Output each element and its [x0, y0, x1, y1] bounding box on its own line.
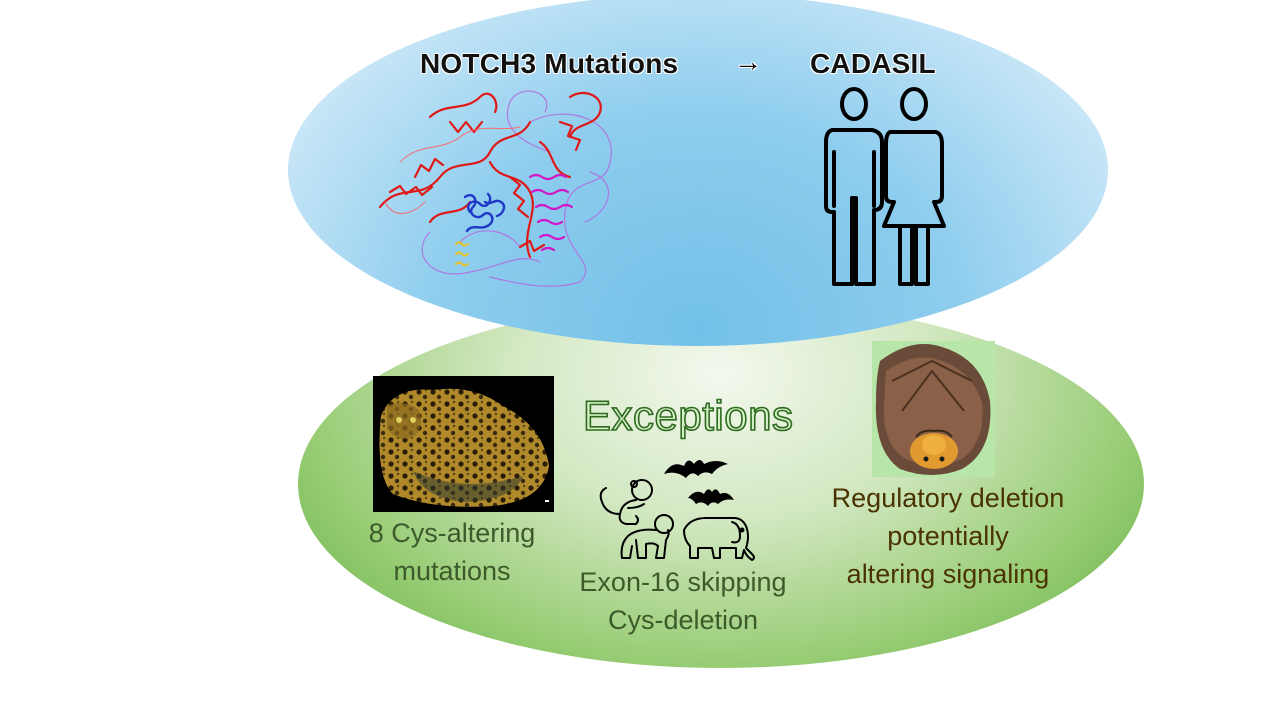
exceptions-heading: Exceptions — [582, 391, 794, 440]
arrow-icon: → — [734, 46, 763, 77]
notch3-title: NOTCH3 Mutations — [420, 48, 679, 79]
cadasil-ellipse — [288, 0, 1108, 346]
right-caption-line-1: Regulatory deletion — [831, 483, 1065, 513]
protein-structure-icon — [378, 90, 612, 287]
left-caption: 8 Cys-altering mutations — [352, 514, 552, 590]
cadasil-title: CADASIL — [810, 48, 936, 79]
left-caption-line-2: mutations — [393, 556, 511, 586]
center-caption-line-1: Exon-16 skipping — [579, 567, 787, 597]
right-caption-line-2: potentially — [887, 521, 1009, 551]
animals-bats-icon — [599, 460, 755, 561]
jaguar-photo — [373, 376, 554, 512]
center-caption: Exon-16 skipping Cys-deletion — [560, 563, 806, 639]
right-caption: Regulatory deletion potentially altering… — [806, 479, 1090, 593]
center-caption-line-2: Cys-deletion — [607, 605, 759, 635]
left-caption-line-1: 8 Cys-altering — [368, 518, 536, 548]
couple-icon — [824, 87, 946, 286]
bat-photo — [872, 341, 995, 477]
right-caption-line-3: altering signaling — [846, 559, 1050, 589]
